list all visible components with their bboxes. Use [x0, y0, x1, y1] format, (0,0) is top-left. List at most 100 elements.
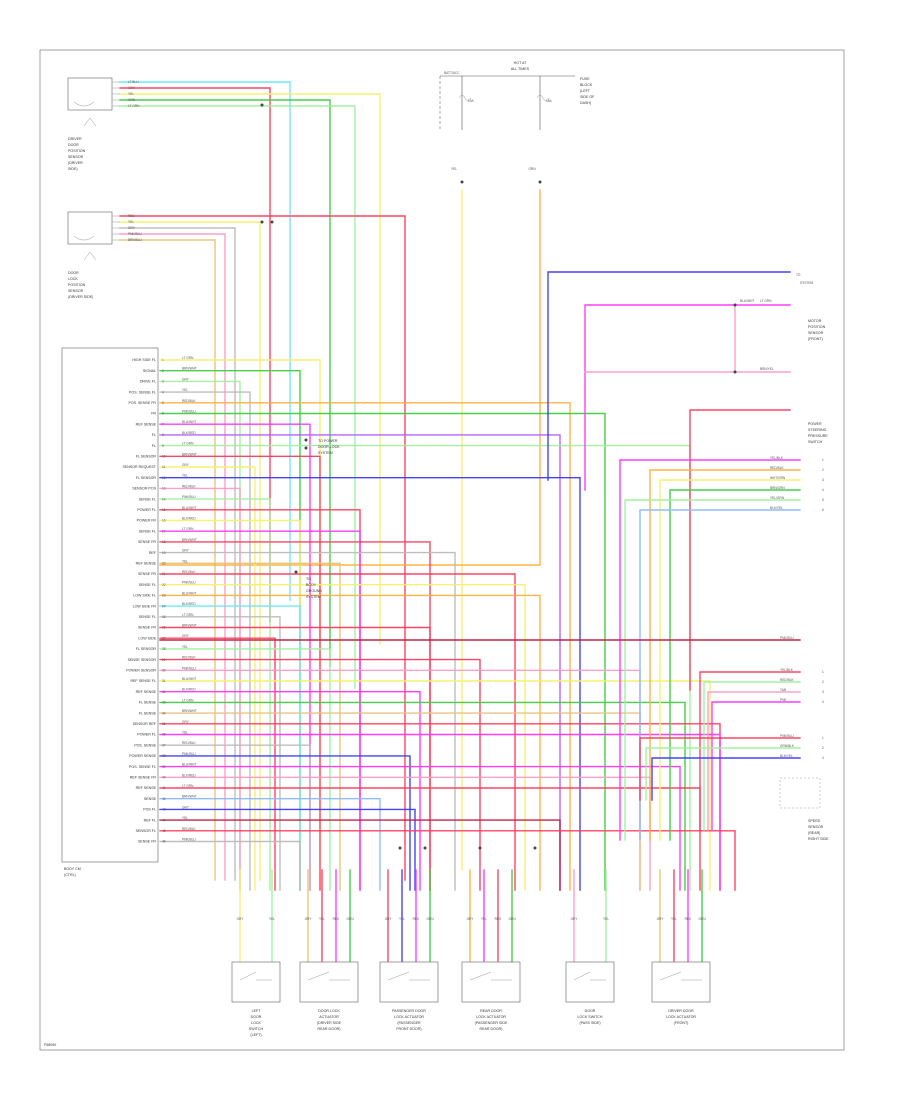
right-sensor-caption: POSITION	[808, 325, 826, 329]
module-pin-number: 10	[162, 455, 166, 459]
module-pin-number: 30	[162, 669, 166, 673]
bottom-component-caption: (DRIVER SIDE	[317, 1021, 342, 1025]
fuse-block-caption: (LEFT	[580, 89, 591, 93]
harness-wire	[159, 669, 641, 891]
module-pin-number: 14	[162, 497, 166, 501]
wire-color-label: YEL/BLK	[780, 668, 794, 672]
bottom-component-caption: LOCK SWITCH	[578, 1015, 603, 1019]
module-terminal-label: POWER FL	[137, 508, 156, 512]
module-terminal-label: POWER FL	[137, 733, 156, 737]
harness-wire	[159, 455, 321, 891]
wire-color-label: GRY	[182, 720, 190, 724]
right-sensor-caption: (FRONT)	[808, 337, 823, 341]
wire-color-label: LT GRN	[182, 442, 194, 446]
side-note: DOOR LOCK	[318, 445, 340, 449]
module-terminal-label: FL SENSE	[139, 701, 157, 705]
connector-pin: 2	[822, 746, 824, 750]
sensor-symbol	[73, 101, 95, 107]
harness-wire	[159, 712, 641, 891]
component-symbol	[307, 971, 350, 981]
wire-color-label: GRY	[385, 917, 393, 921]
wire-color-label: BRN/WHT	[182, 367, 197, 371]
bottom-component-caption: DRIVER DOOR	[668, 1009, 694, 1013]
wire-color-label: YEL	[182, 388, 188, 392]
fuse-block-caption: DASH)	[580, 101, 591, 105]
wire-color-label: GRY	[182, 549, 190, 553]
module-terminal-label: SENSOR REQUEST	[122, 465, 156, 469]
sensor-caption: DOOR	[68, 271, 79, 275]
wire-color-label: RED/BLK	[182, 484, 197, 488]
wire-color-label: PNK/BLU	[780, 734, 794, 738]
right-b-wire	[619, 459, 801, 841]
wire-color-label: RED/BLK	[780, 678, 795, 682]
bottom-component-1	[231, 961, 281, 1003]
wire-color-label: BLU/WHT	[182, 591, 196, 595]
sensor-ground-symbol	[83, 251, 97, 261]
wire-color-label: BLK/RED	[182, 688, 196, 692]
wire-color-label: BRN/WHT	[182, 538, 197, 542]
harness-wire	[159, 765, 681, 891]
bottom-component-caption: ACTUATOR	[319, 1015, 339, 1019]
wire-color-label: YEL	[269, 917, 275, 921]
module-terminal-label: SENSE FR	[138, 540, 156, 544]
body-control-module	[61, 347, 159, 863]
right-c-wire	[703, 681, 801, 831]
wire-color-label: ORN	[528, 167, 536, 171]
wire-color-label: LT GRN	[128, 104, 140, 108]
bottom-component-caption: (PASS SIDE)	[579, 1021, 600, 1025]
speed-sensor-caption: (REAR)	[808, 831, 820, 835]
wire-color-label: RED/BLK	[182, 656, 197, 660]
module-pin-number: 20	[162, 562, 166, 566]
connector-pin: 6	[822, 508, 824, 512]
wire-color-label: BLK/YEL	[770, 506, 783, 510]
module-terminal-label: REF FL	[144, 818, 156, 822]
wire-layer	[119, 81, 801, 963]
connector-pin: 3	[822, 690, 824, 694]
wire-color-label: GRN	[698, 917, 706, 921]
fuse-rating: 15A	[546, 99, 553, 103]
wire-color-label: GRN	[346, 917, 354, 921]
wire-color-label: GRN	[426, 917, 434, 921]
fuse-block-caption: FUSE	[580, 77, 590, 81]
module-pin-number: 41	[162, 786, 166, 790]
wire-color-label: BLK/RED	[182, 431, 196, 435]
wire-color-label: RED/BLK	[182, 570, 197, 574]
connector-pin: 5	[822, 498, 824, 502]
bottom-component-caption: REAR DOOR	[480, 1009, 502, 1013]
sensor-caption: LOCK	[68, 277, 78, 281]
module-pin-number: 27	[162, 636, 166, 640]
bottom-component-caption: DOOR LOCK	[318, 1009, 340, 1013]
wire-color-label: LT BLU	[128, 80, 139, 84]
module-terminal-label: FL SENSE	[139, 711, 157, 715]
harness-wire	[159, 562, 341, 891]
wire-color-label: PNK/BLU	[182, 495, 196, 499]
harness-wire	[159, 370, 301, 891]
wire-color-label: YEL	[182, 645, 188, 649]
wire-color-label: GRN/BLK	[780, 744, 795, 748]
wire-color-label: PNK/BLU	[182, 410, 196, 414]
harness-wire	[159, 744, 311, 891]
harness-wire	[159, 840, 301, 891]
wire-color-label: PNK/BLU	[182, 581, 196, 585]
side-note: SYSTEM	[318, 451, 333, 455]
side-note: GROUND	[306, 589, 322, 593]
wire-color-label: PNK/BLU	[780, 636, 794, 640]
fuse-symbol	[458, 94, 472, 102]
harness-wire	[159, 551, 456, 891]
module-terminal-label: LOW SIDE FL	[133, 594, 156, 598]
module-terminal-label: POS. SENSE FL	[129, 765, 156, 769]
fuse-rating: 10A	[468, 99, 475, 103]
bottom-component-caption: (LEFT)	[250, 1033, 261, 1037]
fuse-block-caption: SIDE OF	[580, 95, 595, 99]
right-c-wire	[699, 671, 801, 831]
wire-color-label: YEL	[603, 917, 609, 921]
wire-color-label: GRN	[508, 917, 516, 921]
module-pin-number: 34	[162, 711, 166, 715]
module-terminal-label: POWER FR	[137, 519, 157, 523]
module-terminal-label: REF SENSE	[136, 690, 157, 694]
splice-dot	[460, 180, 464, 184]
wire-color-label: PNK/BLU	[182, 838, 196, 842]
bottom-component-caption: FRONT DOOR)	[396, 1027, 421, 1031]
wire-color-label: GRY	[182, 634, 190, 638]
right-b-wire	[649, 469, 801, 841]
